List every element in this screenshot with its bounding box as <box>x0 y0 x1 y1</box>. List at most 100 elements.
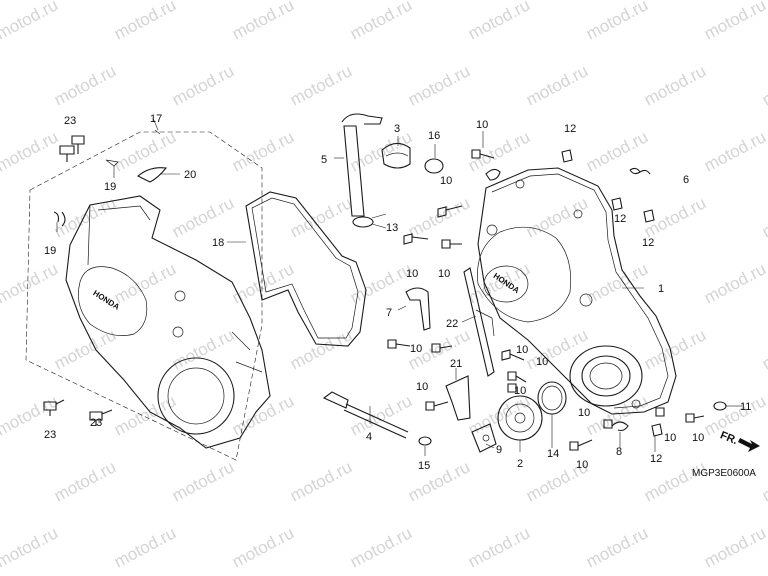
watermark-text: motod.ru <box>0 457 1 505</box>
callout-23-a: 23 <box>64 115 76 127</box>
watermark-text: motod.ru <box>0 61 1 109</box>
watermark-text: motod.ru <box>583 0 651 44</box>
watermark-text: motod.ru <box>287 457 355 505</box>
callout-12-c: 12 <box>642 237 654 249</box>
watermark-text: motod.ru <box>229 391 297 439</box>
callout-5: 5 <box>321 154 327 166</box>
callout-10-a: 10 <box>476 119 488 131</box>
watermark-text: motod.ru <box>701 391 768 439</box>
watermark-text: motod.ru <box>169 61 237 109</box>
callout-10-c: 10 <box>406 268 418 280</box>
callout-12-d: 12 <box>650 453 662 465</box>
callout-7: 7 <box>386 307 392 319</box>
watermark-text: motod.ru <box>169 325 237 373</box>
watermark-text: motod.ru <box>0 127 61 175</box>
watermark-text: motod.ru <box>0 193 1 241</box>
callout-10-h: 10 <box>416 381 428 393</box>
callout-labels: 1 2 3 4 5 6 7 8 9 10 10 10 10 10 10 10 1… <box>44 113 751 472</box>
callout-15: 15 <box>418 460 430 472</box>
watermark-text: motod.ru <box>583 127 651 175</box>
callout-17: 17 <box>150 113 162 125</box>
callout-8: 8 <box>616 446 622 458</box>
callout-14: 14 <box>547 448 559 460</box>
screws-23 <box>43 145 113 426</box>
watermark-text: motod.ru <box>523 193 591 241</box>
watermark-text: motod.ru <box>347 0 415 44</box>
watermark-text: motod.ru <box>287 61 355 109</box>
callout-1: 1 <box>658 283 664 295</box>
watermark-text: motod.ru <box>169 193 237 241</box>
watermark-text: motod.ru <box>641 193 709 241</box>
watermark-text: motod.ru <box>523 61 591 109</box>
watermark-text: motod.ru <box>759 193 768 241</box>
callout-19-b: 19 <box>44 245 56 257</box>
watermark-text: motod.ru <box>111 127 179 175</box>
callout-10-j: 10 <box>578 407 590 419</box>
watermark-text: motod.ru <box>759 325 768 373</box>
watermark-text: motod.ru <box>759 457 768 505</box>
watermark-text: motod.ru <box>465 127 533 175</box>
oil-level-gauge <box>341 113 383 228</box>
watermark-text: motod.ru <box>229 259 297 307</box>
callout-3: 3 <box>394 123 400 135</box>
watermark-text: motod.ru <box>583 259 651 307</box>
watermark-text: motod.ru <box>465 523 533 571</box>
callout-21: 21 <box>450 358 462 370</box>
watermark-text: motod.ru <box>347 523 415 571</box>
watermark-text: motod.ru <box>465 0 533 44</box>
watermark-text: motod.ru <box>405 457 473 505</box>
callout-10-k: 10 <box>664 432 676 444</box>
watermark-text: motod.ru <box>759 61 768 109</box>
watermark-text: motod.ru <box>111 0 179 44</box>
left-cover-assembly: HONDA <box>25 129 271 461</box>
callout-4: 4 <box>366 431 372 443</box>
front-arrow-icon <box>738 438 760 452</box>
small-hardware <box>71 135 727 437</box>
callout-22: 22 <box>446 318 458 330</box>
callout-11: 11 <box>740 401 751 413</box>
callout-10-i: 10 <box>576 459 588 471</box>
watermark-text: motod.ru <box>701 127 768 175</box>
brackets <box>405 267 497 453</box>
callout-12-b: 12 <box>614 213 626 225</box>
watermark-text: motod.ru <box>0 523 61 571</box>
callout-2: 2 <box>517 458 523 470</box>
callout-10-d: 10 <box>438 268 450 280</box>
watermark-text: motod.ru <box>287 193 355 241</box>
callout-20: 20 <box>184 169 196 181</box>
callout-10-g: 10 <box>536 356 548 368</box>
watermark-text: motod.ru <box>51 457 119 505</box>
callout-13: 13 <box>386 222 398 234</box>
callout-10-e: 10 <box>410 343 422 355</box>
callout-12-a: 12 <box>564 123 576 135</box>
callout-10-m: 10 <box>514 385 526 397</box>
watermark-text: motod.ru <box>229 127 297 175</box>
watermark-text: motod.ru <box>111 391 179 439</box>
watermark-text: motod.ru <box>111 259 179 307</box>
watermark-text: motod.ru <box>405 193 473 241</box>
watermark-text: motod.ru <box>701 523 768 571</box>
callout-10-f: 10 <box>516 344 528 356</box>
watermark-text: motod.ru <box>641 61 709 109</box>
watermark-text: motod.ru <box>51 61 119 109</box>
seal-14 <box>537 381 567 415</box>
watermark-text: motod.ru <box>51 193 119 241</box>
watermark-text: motod.ru <box>701 0 768 44</box>
watermark-text: motod.ru <box>229 0 297 44</box>
bolts <box>387 149 705 451</box>
callout-6: 6 <box>683 174 689 186</box>
diagram-code: MGP3E0600A <box>692 468 756 479</box>
callout-23-c: 23 <box>90 417 102 429</box>
callout-10-l: 10 <box>692 432 704 444</box>
o-ring-16 <box>424 158 444 174</box>
callout-9: 9 <box>496 444 502 456</box>
watermark-text: motod.ru <box>0 0 61 44</box>
dowel-pin <box>322 391 432 446</box>
watermark-text: motod.ru <box>405 61 473 109</box>
front-direction-label: FR. <box>718 429 739 447</box>
watermark-text: motod.ru <box>465 391 533 439</box>
watermark-text: motod.ru <box>641 325 709 373</box>
watermark-text: motod.ru <box>287 325 355 373</box>
